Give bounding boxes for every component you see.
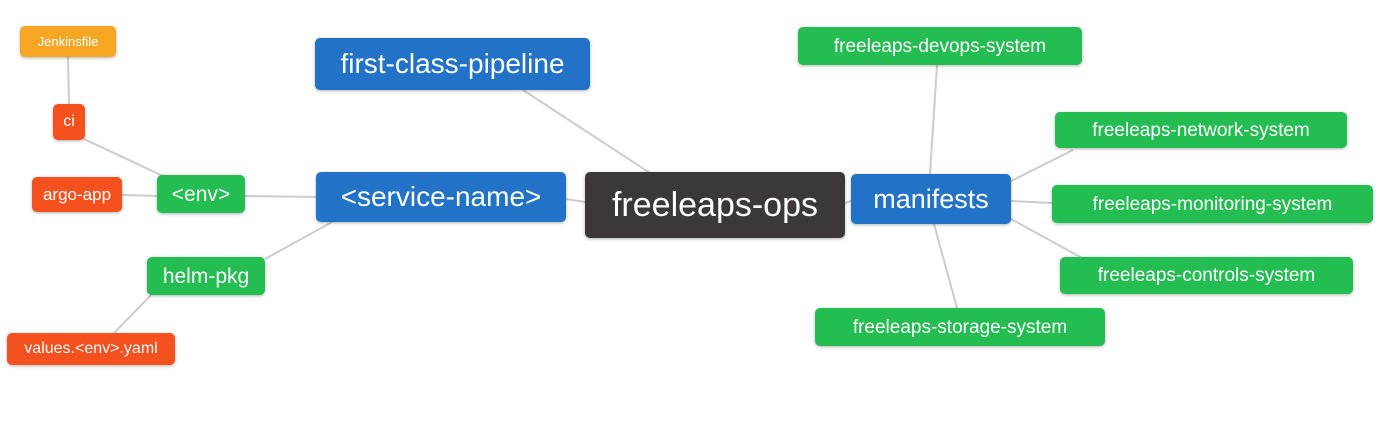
edge-values-helm-pkg (113, 294, 152, 334)
edge-manifests-devops (929, 64, 938, 175)
edge-manifests-network (1010, 149, 1074, 182)
edge-manifests-controls (1010, 218, 1083, 259)
node-manifests[interactable]: manifests (851, 174, 1011, 224)
node-freeleaps-devops-system[interactable]: freeleaps-devops-system (798, 27, 1082, 65)
node-freeleaps-network-system[interactable]: freeleaps-network-system (1055, 112, 1347, 148)
node-helm-pkg[interactable]: helm-pkg (147, 257, 265, 295)
edge-helm-pkg-service-name (264, 221, 333, 260)
node-freeleaps-storage-system[interactable]: freeleaps-storage-system (815, 308, 1105, 346)
edge-jenkinsfile-ci (67, 56, 70, 105)
edge-argo-app-env (121, 194, 158, 197)
node-first-class-pipeline[interactable]: first-class-pipeline (315, 38, 590, 90)
node-argo-app[interactable]: argo-app (32, 177, 122, 212)
node-freeleaps-monitoring-system[interactable]: freeleaps-monitoring-system (1052, 185, 1373, 223)
edge-ci-env (83, 138, 164, 177)
node-freeleaps-controls-system[interactable]: freeleaps-controls-system (1060, 257, 1353, 294)
node-service-name[interactable]: <service-name> (316, 172, 566, 222)
node-jenkinsfile[interactable]: Jenkinsfile (20, 26, 116, 57)
node-freeleaps-ops[interactable]: freeleaps-ops (585, 172, 845, 238)
edge-root-manifests (844, 200, 852, 204)
node-ci[interactable]: ci (53, 104, 85, 140)
edge-env-service-name (244, 195, 317, 198)
edge-manifests-storage (933, 223, 958, 309)
edge-manifests-monitoring (1010, 200, 1053, 204)
edge-pipeline-root (522, 89, 651, 174)
edge-service-name-root (565, 198, 586, 203)
node-values-env-yaml[interactable]: values.<env>.yaml (7, 333, 175, 365)
node-env[interactable]: <env> (157, 175, 245, 213)
